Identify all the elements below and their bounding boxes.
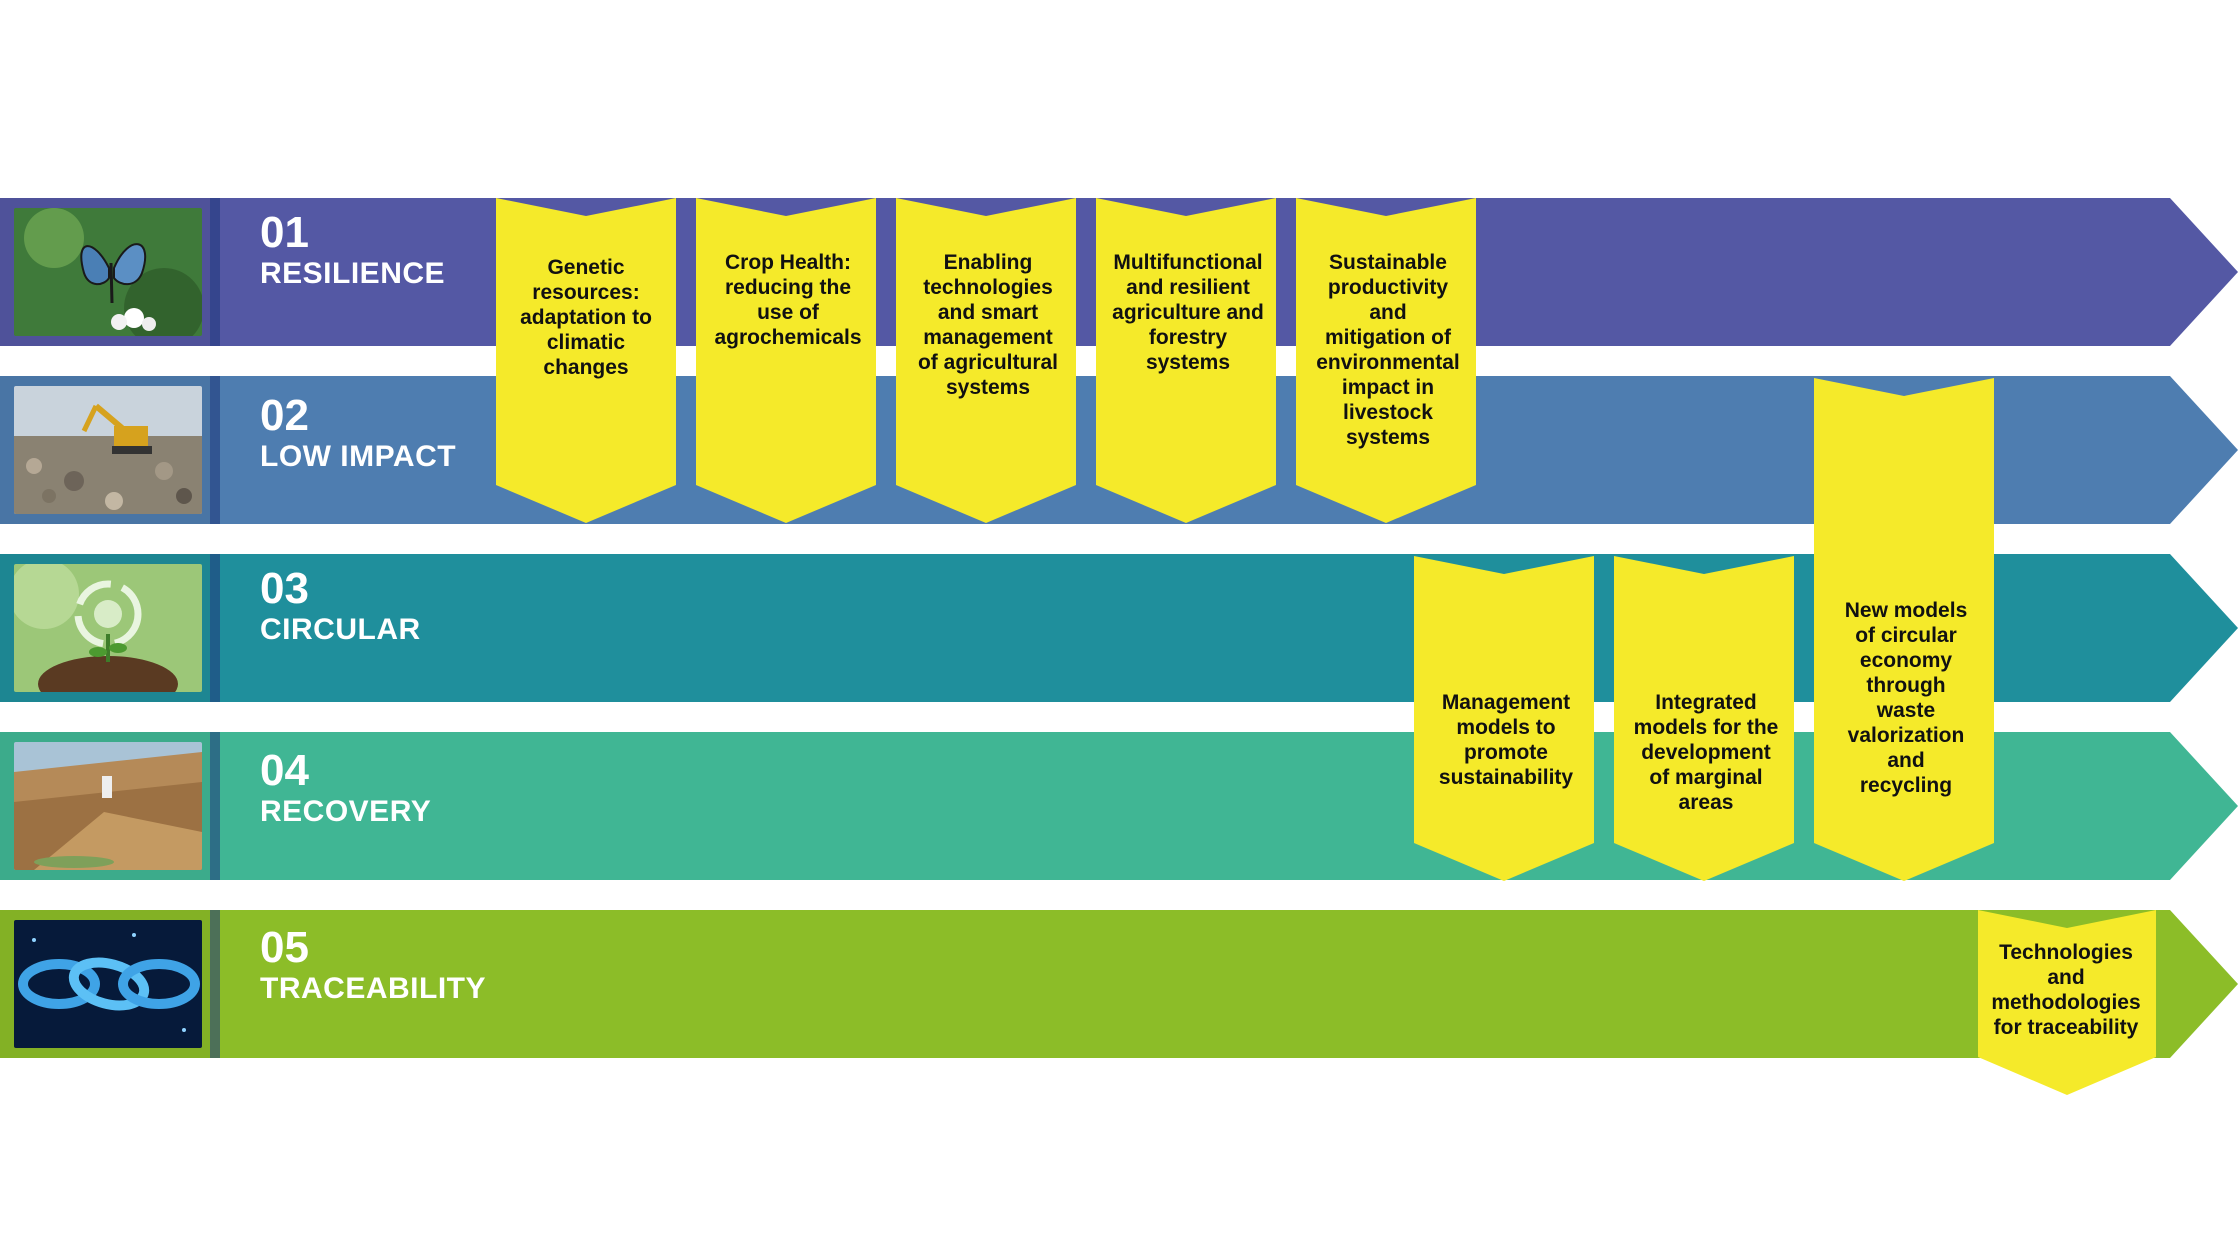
tag-shape: [1614, 556, 1794, 881]
band-name: TRACEABILITY: [260, 972, 486, 1005]
band-divider: [210, 910, 220, 1058]
tag-shape: [1096, 198, 1276, 523]
tag-text-crop-health: Crop Health: reducing the use of agroche…: [714, 251, 862, 349]
band-label-circular: 03 CIRCULAR: [260, 566, 421, 648]
tag-shape: [1978, 910, 2156, 1095]
recycle-globe-icon: [14, 564, 202, 692]
band-arrow-traceability: [0, 910, 2238, 1058]
butterfly-icon: [14, 208, 202, 336]
tag-text-enabling-technologies: Enabling technologies and smart manageme…: [917, 251, 1059, 399]
tag-text-circular-economy: New models of circular economy through w…: [1844, 598, 1968, 797]
band-label-low-impact: 02 LOW IMPACT: [260, 393, 456, 475]
tag-text-sustainable-productivity: Sustainable productivity and mitigation …: [1316, 251, 1460, 449]
tag-shape: [496, 198, 676, 523]
band-name: RESILIENCE: [260, 257, 446, 290]
tag-text-management-models: Management models to promote sustainabil…: [1438, 691, 1574, 789]
band-label-recovery: 04 RECOVERY: [260, 748, 431, 830]
chain-icon: [14, 920, 202, 1048]
band-number: 02: [260, 391, 309, 440]
band-number: 01: [260, 208, 309, 257]
quarry-icon: [14, 742, 202, 870]
band-label-resilience: 01 RESILIENCE: [260, 210, 445, 292]
tag-text-integrated-models: Integrated models for the development of…: [1633, 691, 1779, 814]
band-name: RECOVERY: [260, 795, 432, 828]
tag-shape: [696, 198, 876, 523]
tag-text-traceability: Technologies and methodologies for trace…: [1991, 941, 2141, 1039]
band-number: 05: [260, 923, 309, 972]
band-divider: [210, 198, 220, 346]
band-divider: [210, 376, 220, 524]
band-number: 03: [260, 564, 309, 613]
band-divider: [210, 732, 220, 880]
band-divider: [210, 554, 220, 702]
band-number: 04: [260, 746, 309, 795]
excavator-icon: [14, 386, 202, 514]
tag-shape: [1414, 556, 1594, 881]
tag-text-genetic-resources: Genetic resources: adaptation to climati…: [520, 256, 652, 379]
band-name: LOW IMPACT: [260, 440, 457, 473]
band-label-traceability: 05 TRACEABILITY: [260, 925, 486, 1007]
band-name: CIRCULAR: [260, 613, 421, 646]
tag-text-multifunctional: Multifunctional and resilient agricultur…: [1112, 251, 1264, 374]
tag-shape: [1814, 378, 1994, 881]
tag-shape: [1296, 198, 1476, 523]
tag-shape: [896, 198, 1076, 523]
